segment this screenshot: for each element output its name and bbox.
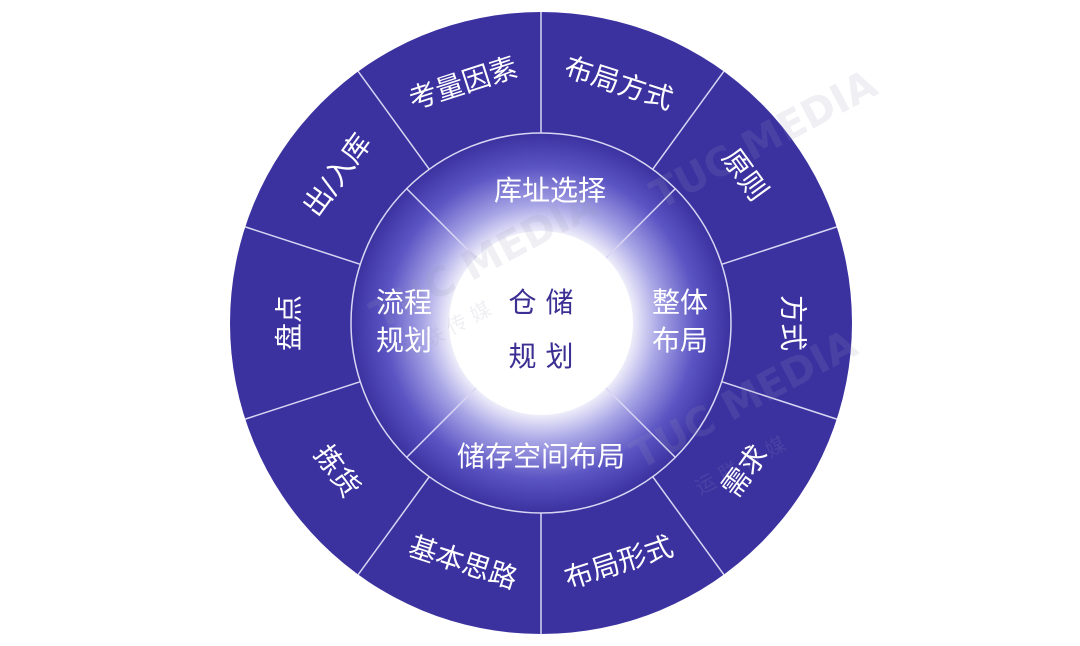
middle-label-overall-layout-line-2: 布局 (652, 324, 708, 357)
outer-label-2: 方式 (777, 295, 810, 351)
middle-divider-line (605, 188, 676, 259)
middle-label-process-planning-line-2: 规划 (376, 324, 432, 357)
middle-divider-line (406, 387, 477, 458)
outer-divider-line (357, 476, 430, 576)
outer-divider-line (244, 226, 361, 266)
center-label-line-1: 仓 储 (509, 286, 574, 319)
middle-label-site-selection: 库址选择 (494, 174, 606, 207)
center-disc (449, 231, 633, 415)
outer-dividers (244, 12, 838, 634)
center-label-line-2: 规 划 (509, 340, 574, 373)
middle-divider-line (406, 188, 477, 259)
middle-divider-line (605, 387, 676, 458)
outer-divider-line (652, 476, 725, 576)
middle-dividers (406, 188, 676, 458)
outer-divider-line (721, 226, 838, 266)
middle-label-process-planning-line-1: 流程 (376, 286, 432, 319)
outer-divider-line (652, 70, 725, 170)
middle-label-overall-layout-line-1: 整体 (652, 286, 708, 319)
outer-divider-line (721, 380, 838, 420)
outer-divider-line (244, 380, 361, 420)
middle-label-storage-space-layout: 储存空间布局 (457, 440, 625, 473)
outer-divider-line (357, 70, 430, 170)
outer-label-7: 盘点 (273, 295, 306, 351)
